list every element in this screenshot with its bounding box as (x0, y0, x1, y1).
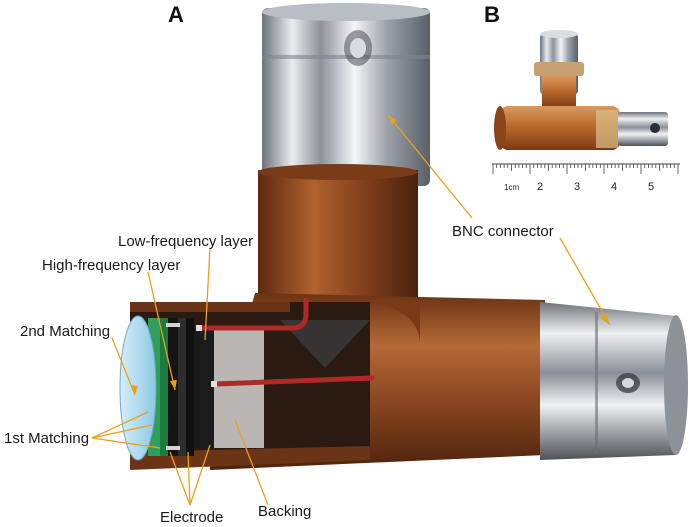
ruler-tick-label: 5 (648, 181, 654, 193)
transducer-cutaway-illustration (119, 3, 688, 470)
leader-arrowheads (131, 115, 610, 395)
ruler-unit-label: 1cm (504, 183, 519, 192)
ruler: 1cm 2 3 4 5 (492, 163, 680, 193)
ruler-tick-label: 2 (537, 181, 543, 193)
second-matching-label: 2nd Matching (20, 323, 110, 340)
bnc-connector-label: BNC connector (452, 223, 554, 240)
ruler-tick-label: 3 (574, 181, 580, 193)
panel-a-label: A (168, 2, 184, 27)
electrode-label: Electrode (160, 509, 223, 526)
low-frequency-layer-label: Low-frequency layer (118, 233, 253, 250)
high-frequency-layer-label: High-frequency layer (42, 257, 180, 274)
leader-lines (91, 114, 611, 506)
ruler-tick-label: 4 (611, 181, 617, 193)
panel-b-label: B (484, 2, 500, 27)
transducer-photograph (494, 30, 668, 150)
first-matching-label: 1st Matching (4, 430, 89, 447)
backing-label: Backing (258, 503, 311, 520)
